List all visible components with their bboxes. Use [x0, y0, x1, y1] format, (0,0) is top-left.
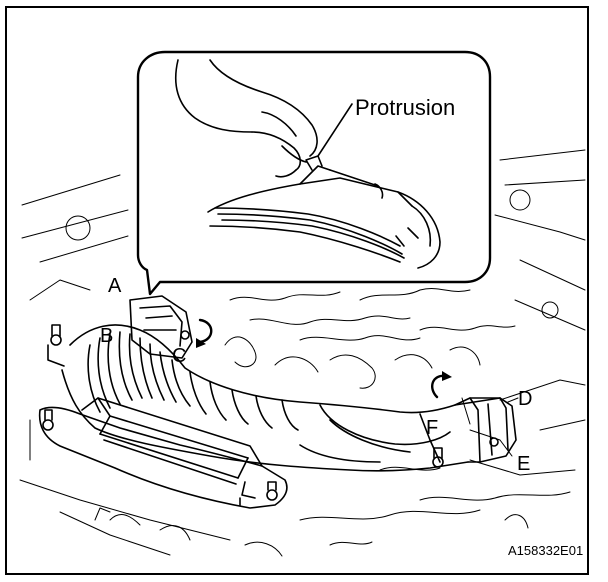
inset-detail-panel — [136, 50, 492, 296]
callout-label-e: E — [517, 453, 530, 475]
protrusion-leader-line — [317, 103, 353, 157]
resonator-plate — [38, 324, 444, 509]
callout-label-b: B — [100, 325, 113, 347]
duct-detail — [207, 155, 441, 269]
air-intake-duct — [61, 295, 517, 472]
figure-id: A158332E01 — [508, 543, 583, 558]
callout-label-d: D — [518, 388, 532, 410]
callout-leaders — [461, 397, 519, 457]
callout-label-f: F — [426, 417, 438, 439]
rotation-arrow-c — [196, 318, 213, 348]
callout-label-c: C — [172, 345, 186, 367]
hand-sketch — [174, 59, 318, 178]
rotation-arrow-f — [431, 371, 452, 399]
callout-label-a: A — [108, 275, 122, 297]
protrusion-label: Protrusion — [355, 95, 455, 120]
